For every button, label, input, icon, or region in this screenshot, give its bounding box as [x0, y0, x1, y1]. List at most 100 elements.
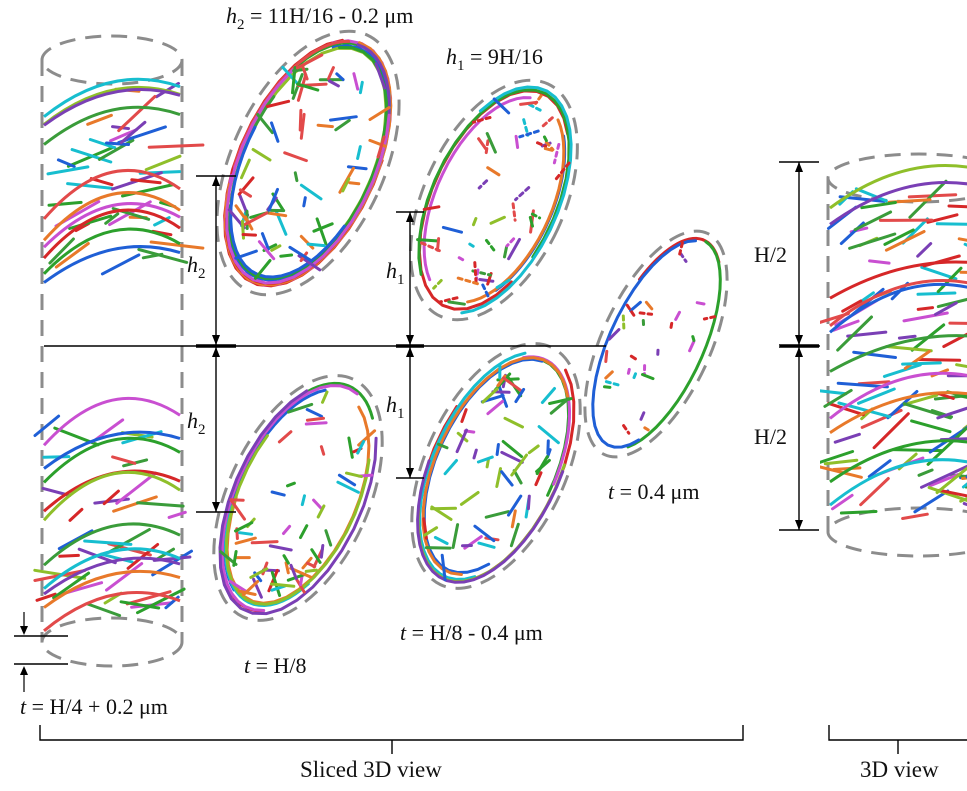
- fiber-arc: [830, 460, 967, 505]
- fiber-strand: [88, 604, 120, 615]
- fiber-strand: [461, 493, 478, 505]
- h1-equation-label: h1 = 9H/16: [446, 46, 543, 68]
- fiber-strand: [841, 512, 876, 514]
- fiber-strand: [70, 509, 82, 520]
- fiber-strand: [937, 224, 967, 225]
- cylinder-bottom-rim: [42, 618, 182, 666]
- fiber-arc: [44, 247, 180, 283]
- fiber-arc: [44, 398, 180, 445]
- sliced-view-bracket: [40, 725, 743, 754]
- fiber-strand: [606, 382, 619, 385]
- fiber-strand: [641, 413, 644, 420]
- fiber-strand: [887, 347, 932, 351]
- fiber-strand: [323, 392, 328, 402]
- fiber-strand: [903, 363, 941, 364]
- fiber-strand: [521, 102, 537, 104]
- fiber-strand: [643, 375, 654, 379]
- fiber-strand: [284, 526, 290, 533]
- fiber-strand: [542, 118, 553, 127]
- fiber-strand: [336, 120, 350, 129]
- cylinder-bottom-rim: [828, 508, 967, 556]
- dashed-boundary: [555, 211, 756, 478]
- h2-lower-label: h2: [187, 410, 206, 432]
- fiber-strand: [697, 303, 704, 304]
- fiber-strand: [443, 227, 461, 232]
- fiber-strand: [314, 500, 322, 508]
- fiber-strand: [329, 68, 334, 79]
- fiber-strand: [272, 586, 285, 590]
- fiber-strand: [102, 255, 138, 274]
- fiber-strand: [825, 460, 857, 464]
- fiber-strand: [513, 204, 515, 220]
- fiber-strand: [307, 563, 314, 567]
- fiber-strand: [307, 418, 323, 420]
- lower-ellipse-h2-slice: [179, 350, 417, 647]
- fiber-strand: [44, 457, 69, 458]
- fiber-arc: [419, 90, 569, 274]
- half-height-upper-label: H/2: [754, 244, 787, 266]
- fiber-strand: [530, 217, 532, 226]
- fiber-strand: [300, 110, 301, 130]
- fiber-strand: [605, 387, 610, 388]
- fiber-strand: [542, 389, 554, 403]
- fiber-strand: [474, 219, 476, 225]
- fiber-strand: [268, 213, 286, 216]
- fiber-strand: [146, 156, 180, 169]
- fiber-strand: [358, 147, 361, 159]
- fiber-arc: [222, 386, 357, 611]
- fiber-strand: [288, 483, 295, 486]
- fiber-strand: [870, 261, 890, 263]
- fiber-strand: [302, 496, 304, 505]
- full-3d-cylinder: [812, 154, 967, 556]
- upper-ellipse-h1-slice: [376, 54, 611, 345]
- thickness-label-1: t = H/4 + 0.2 μm: [20, 696, 168, 718]
- fiber-strand: [138, 503, 184, 506]
- fiber-strand: [516, 188, 529, 200]
- fiber-strand: [295, 173, 297, 181]
- fiber-strand: [360, 82, 362, 92]
- fiber-strand: [488, 168, 499, 175]
- fiber-strand: [48, 167, 88, 174]
- fiber-strand: [271, 584, 293, 586]
- fiber-strand: [478, 457, 492, 462]
- fiber-arc: [44, 438, 180, 482]
- fiber-strand: [107, 143, 129, 145]
- fiber-strand: [285, 153, 307, 161]
- fiber-arc: [830, 336, 967, 372]
- fiber-strand: [487, 240, 495, 250]
- fiber-strand: [628, 369, 630, 376]
- fiber-strand: [348, 167, 366, 169]
- fiber-strand: [306, 570, 316, 571]
- fiber-strand: [426, 548, 450, 549]
- fiber-strand: [918, 308, 932, 310]
- fiber-arc: [227, 407, 369, 603]
- fiber-strand: [704, 317, 714, 319]
- fiber-strand: [646, 302, 651, 309]
- fiber-strand: [113, 457, 135, 463]
- left-cylinder-slice: [35, 36, 203, 666]
- fiber-strand: [432, 508, 456, 509]
- fiber-strand: [606, 351, 607, 361]
- fiber-strand: [502, 472, 512, 485]
- fiber-strand: [904, 313, 947, 321]
- fiber-strand: [459, 258, 465, 261]
- fiber-strand: [258, 115, 273, 133]
- fiber-strand: [279, 432, 291, 442]
- fiber-strand: [470, 244, 476, 248]
- fiber-strand: [949, 206, 967, 207]
- fiber-strand: [938, 403, 967, 418]
- fiber-strand: [85, 541, 131, 544]
- fiber-strand: [820, 391, 846, 394]
- fiber-strand: [240, 533, 252, 535]
- fiber-strand: [530, 105, 543, 112]
- full-view-bracket: [829, 725, 967, 754]
- fiber-strand: [475, 263, 476, 285]
- fiber-strand: [690, 342, 694, 351]
- fiber-strand: [919, 470, 932, 475]
- fiber-strand: [633, 374, 635, 379]
- thickness-marker: [14, 612, 68, 692]
- fiber-strand: [505, 418, 523, 427]
- fiber-strand: [545, 149, 552, 151]
- fiber-strand: [524, 120, 528, 136]
